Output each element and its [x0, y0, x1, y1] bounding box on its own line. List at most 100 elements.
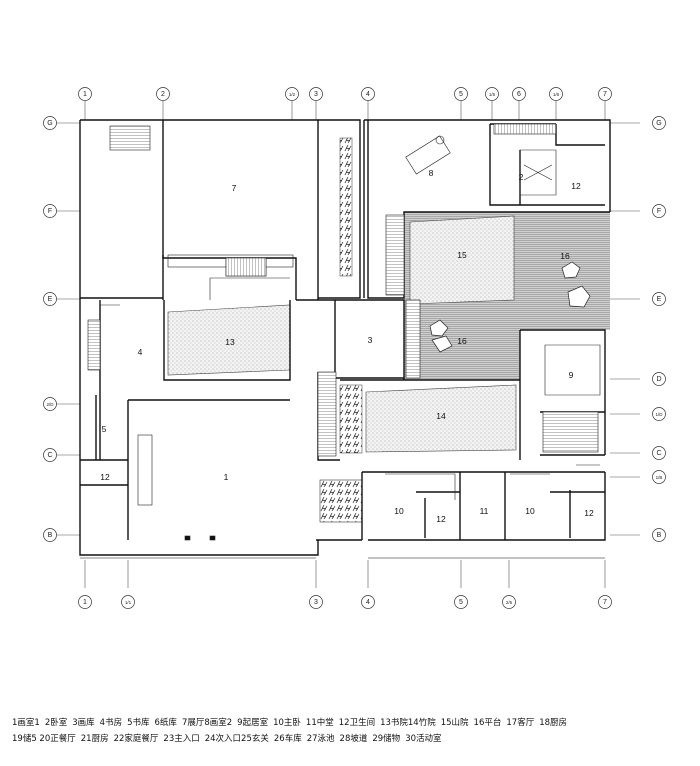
axis-right-D: D	[656, 376, 661, 383]
axis-top-4: 4	[366, 91, 370, 98]
axis-bottom-1: 1	[83, 599, 87, 606]
bamboo-courtyard-14-fill	[365, 384, 517, 453]
axis-left-F: F	[48, 208, 52, 215]
room-label-bamboo-courtyard: 14	[436, 411, 446, 421]
axis-right-1-D: 1/D	[655, 412, 663, 417]
legend-line-2: 19储5 20正餐厅 21厨房 22家庭餐厅 23主入口 24次入口25玄关 26车库 27…	[12, 733, 692, 745]
axis-top-1: 1	[83, 91, 87, 98]
room-label-bathroom-bottom-a: 12	[436, 514, 446, 524]
axis-left-G: G	[47, 120, 52, 127]
stair-platform	[405, 299, 421, 379]
room-label-platform-top: 16	[560, 251, 570, 261]
rock-icon	[429, 319, 449, 337]
bamboo-box-bottom	[319, 479, 363, 523]
legend-entry: 15山院	[440, 718, 469, 728]
rock-icon	[567, 285, 591, 308]
room-label-living-room: 9	[569, 370, 574, 380]
stair-cabinet-top	[493, 123, 557, 135]
room-label-exhibition-hall: 7	[232, 183, 237, 193]
legend-entry: 17客厅	[506, 718, 535, 728]
legend-entry: 2卧室	[44, 718, 68, 728]
axis-bottom-4: 4	[366, 599, 370, 606]
legend-entry: 1画室1	[12, 718, 40, 728]
legend-entry: 30活动室	[405, 734, 442, 744]
legend-entry: 29储物	[372, 734, 401, 744]
axis-right-B: B	[657, 532, 662, 539]
legend-entry: 3画库	[72, 718, 95, 728]
axis-right-G: G	[656, 120, 661, 127]
axis-left-B: B	[48, 532, 53, 539]
room-label-central-hall: 11	[480, 506, 489, 516]
stair-center	[317, 371, 337, 457]
legend-entry: 16平台	[473, 718, 502, 728]
room-label-bathroom-bottom-b: 12	[584, 508, 594, 518]
room-label-mountain-courtyard: 15	[457, 250, 467, 260]
legend-entry: 7展厅8画室2	[181, 718, 233, 728]
room-label-book-courtyard: 13	[225, 337, 235, 347]
legend-entry: 28坡道	[339, 734, 368, 744]
axis-right-C: C	[656, 450, 661, 457]
room-label-book-storage: 5	[102, 424, 107, 434]
room-label-study: 4	[138, 347, 143, 357]
room-legend-2: 19储5 20正餐厅 21厨房 22家庭餐厅 23主入口 24次入口25玄关 26车库 27…	[12, 733, 692, 745]
grid-axis-ticks	[56, 101, 640, 588]
axis-left-2-D: 2/D	[46, 402, 54, 407]
stair-east-bottom	[542, 411, 599, 453]
axis-top-6: 6	[517, 91, 521, 98]
axis-bottom-3: 3	[314, 599, 318, 606]
plan-fills	[167, 137, 610, 523]
axis-bottom-7: 7	[603, 599, 607, 606]
legend-entry: 18厨房	[539, 718, 568, 728]
room-label-bedroom: 2	[519, 172, 524, 182]
axis-bottom-1-1: 1/1	[125, 600, 132, 605]
axis-right-F: F	[657, 208, 661, 215]
plan-stairs	[87, 123, 599, 457]
axis-right-E: E	[657, 296, 662, 303]
room-label-gallery: 3	[368, 335, 373, 345]
plan-walls	[79, 119, 611, 559]
stair-top-left	[109, 125, 151, 151]
mountain-courtyard-15-fill	[409, 215, 515, 305]
legend-entry: 24次入口25玄关	[204, 734, 269, 744]
axis-left-C: C	[47, 452, 52, 459]
rock-icon	[431, 335, 453, 353]
legend-entry: 19储5 20正餐厅	[12, 734, 76, 744]
legend-entry: 23主入口	[163, 734, 200, 744]
axis-top-1-6: 1/6	[553, 92, 560, 97]
legend-entry: 12卫生间	[338, 718, 376, 728]
axis-top-5: 5	[459, 91, 463, 98]
room-label-studio-2: 8	[429, 168, 434, 178]
legend-entry: 27泳池	[306, 734, 335, 744]
bamboo-strip-top	[339, 137, 353, 277]
legend-entry: 5书库	[127, 718, 150, 728]
axis-bottom-5: 5	[459, 599, 463, 606]
legend-entry: 26车库	[273, 734, 302, 744]
axis-top-7: 7	[603, 91, 607, 98]
room-label-master-bedroom-b: 10	[525, 506, 535, 516]
axis-top-2: 2	[161, 91, 165, 98]
axis-top-3: 3	[314, 91, 318, 98]
legend-entry: 11中堂	[305, 718, 334, 728]
axis-right-1-B: 1/B	[656, 475, 663, 480]
bamboo-strip-mid	[339, 384, 363, 454]
room-label-bathroom-left: 12	[100, 472, 110, 482]
legend-entry: 6纸库	[154, 718, 177, 728]
legend-entry: 13书院14竹院	[380, 718, 436, 728]
legend-entry: 21厨房	[80, 734, 109, 744]
grid-bubbles	[43, 87, 666, 609]
stair-left-mid	[87, 319, 101, 371]
legend-entry: 9起居室	[237, 718, 269, 728]
room-label-platform-mid: 16	[457, 336, 467, 346]
stair-exhibition	[225, 257, 267, 277]
stair-east-top	[385, 214, 405, 296]
axis-bottom-2-5: 2/5	[506, 600, 513, 605]
room-label-studio-1: 1	[224, 472, 229, 482]
legend-entry: 4书房	[99, 718, 123, 728]
room-label-bathroom-top: 12	[571, 181, 581, 191]
axis-left-E: E	[48, 296, 53, 303]
legend-entry: 22家庭餐厅	[113, 734, 159, 744]
axis-top-1-2: 1/2	[289, 92, 296, 97]
